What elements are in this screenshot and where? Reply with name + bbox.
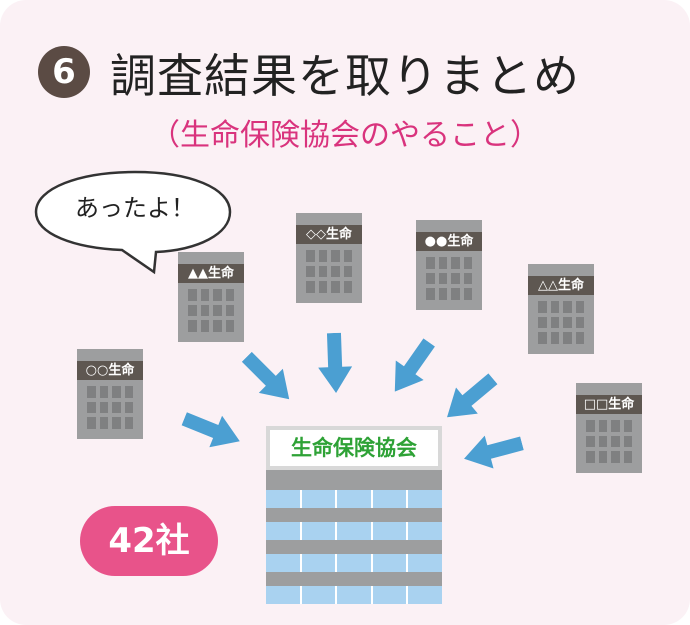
company-label: ●●生命 (416, 232, 482, 251)
company-count-badge: 42社 (80, 506, 218, 576)
speech-bubble-text: あったよ！ (75, 194, 195, 222)
association-building: 生命保険協会 (266, 426, 442, 604)
company-building-squares: □□生命 (576, 383, 642, 473)
page-title: 調査結果を取りまとめ (110, 49, 580, 103)
company-label: ◇◇生命 (296, 225, 362, 244)
company-label: ○○生命 (77, 361, 143, 380)
arrow-icon (318, 332, 353, 393)
speech-bubble (34, 170, 232, 275)
arrow-icon (464, 435, 524, 469)
page-subtitle: （生命保険協会のやること） (150, 118, 540, 153)
company-label: ▲▲生命 (178, 264, 244, 283)
company-building-dots: ●●生命 (416, 220, 482, 310)
arrow-icon (447, 373, 498, 418)
company-building-triangles-filled: ▲▲生命 (178, 252, 244, 342)
arrow-icon (181, 412, 240, 448)
company-building-triangles: △△生命 (528, 264, 594, 354)
company-building-diamonds: ◇◇生命 (296, 213, 362, 303)
company-label: □□生命 (576, 395, 642, 414)
association-sign: 生命保険協会 (266, 426, 442, 470)
step-number-badge: 6 (38, 46, 90, 98)
company-building-circles: ○○生命 (77, 349, 143, 439)
association-building-body (266, 470, 442, 604)
company-label: △△生命 (528, 276, 594, 295)
arrow-icon (394, 338, 435, 392)
arrow-icon (241, 351, 290, 400)
